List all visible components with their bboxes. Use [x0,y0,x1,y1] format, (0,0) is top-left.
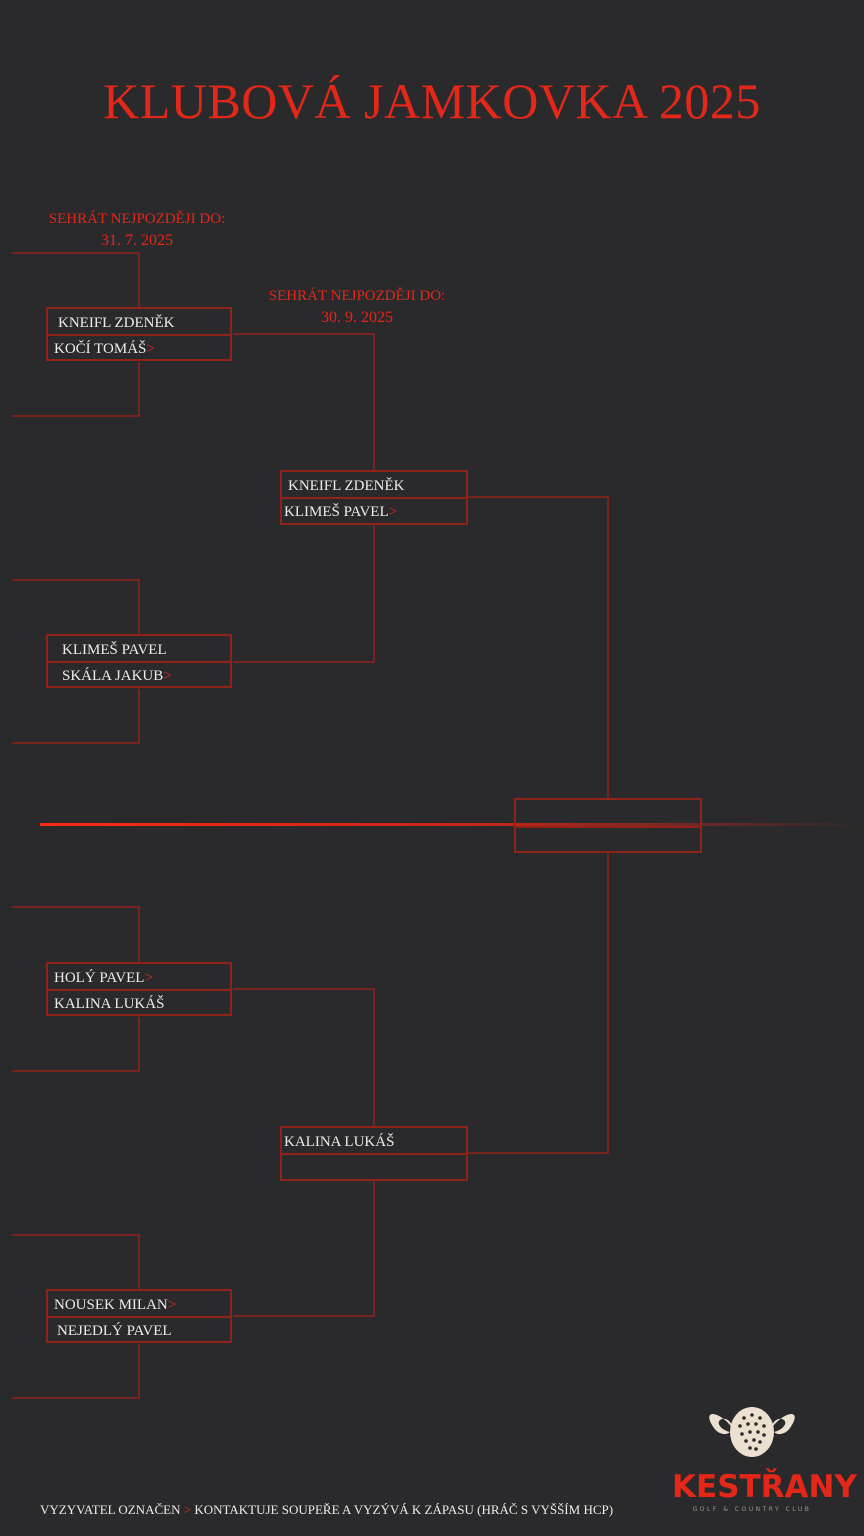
challenger-marker: > [146,341,155,357]
challenger-marker: > [144,970,153,986]
match-divider [516,826,700,828]
challenger-marker: > [388,504,398,520]
player-name: SKÁLA JAKUB> [62,668,172,684]
match-divider [48,661,230,663]
player-name: KNEIFL ZDENĚK [58,315,175,331]
footer-text-after: KONTAKTUJE SOUPEŘE A VYZÝVÁ K ZÁPASU (HR… [194,1502,614,1517]
logo-tagline: GOLF & COUNTRY CLUB [692,1506,812,1513]
deadline-date: 30. 9. 2025 [321,309,393,326]
challenger-marker: > [183,1502,192,1517]
player-name: HOLÝ PAVEL> [54,970,153,986]
match-round1-4[interactable]: NOUSEK MILAN> NEJEDLÝ PAVEL [46,1289,232,1343]
match-divider [282,1153,466,1155]
match-round2-1[interactable]: KNEIFL ZDENĚK KLIMEŠ PAVEL> [280,470,468,525]
ram-head-icon [709,1407,795,1457]
match-divider [48,334,230,336]
page-title: KLUBOVÁ JAMKOVKA 2025 [103,73,761,129]
challenger-marker: > [163,668,172,684]
challenger-marker: > [167,1297,177,1313]
match-divider [48,1316,230,1318]
player-name: NOUSEK MILAN> [54,1297,177,1313]
match-divider [282,497,466,499]
player-name: KALINA LUKÁŠ [54,996,165,1012]
deadline-round1: SEHRÁT NEJPOZDĚJI DO: 31. 7. 2025 [22,208,252,252]
deadline-label: SEHRÁT NEJPOZDĚJI DO: [48,211,226,227]
match-round1-1[interactable]: KNEIFL ZDENĚK KOČÍ TOMÁŠ> [46,307,232,361]
deadline-label: SEHRÁT NEJPOZDĚJI DO: [268,288,446,304]
deadline-round2: SEHRÁT NEJPOZDĚJI DO: 30. 9. 2025 [242,285,472,329]
footer-text-before: VYZYVATEL OZNAČEN [40,1502,181,1517]
footer-legend: VYZYVATEL OZNAČEN > KONTAKTUJE SOUPEŘE A… [40,1502,613,1518]
match-divider [48,989,230,991]
player-name: KLIMEŠ PAVEL [62,642,167,658]
player-name: KOČÍ TOMÁŠ> [54,341,155,357]
player-name: KNEIFL ZDENĚK [288,478,405,494]
player-name: NEJEDLÝ PAVEL [57,1323,172,1339]
final-match[interactable] [514,798,702,853]
player-name: KALINA LUKÁŠ [284,1134,395,1150]
match-round1-3[interactable]: HOLÝ PAVEL> KALINA LUKÁŠ [46,962,232,1016]
club-logo: KESTŘANY GOLF & COUNTRY CLUB [672,1400,857,1525]
match-round1-2[interactable]: KLIMEŠ PAVEL SKÁLA JAKUB> [46,634,232,688]
logo-wordmark: KESTŘANY [672,1469,857,1505]
deadline-date: 31. 7. 2025 [101,232,173,249]
player-name: KLIMEŠ PAVEL> [284,504,398,520]
match-round2-2[interactable]: KALINA LUKÁŠ [280,1126,468,1181]
